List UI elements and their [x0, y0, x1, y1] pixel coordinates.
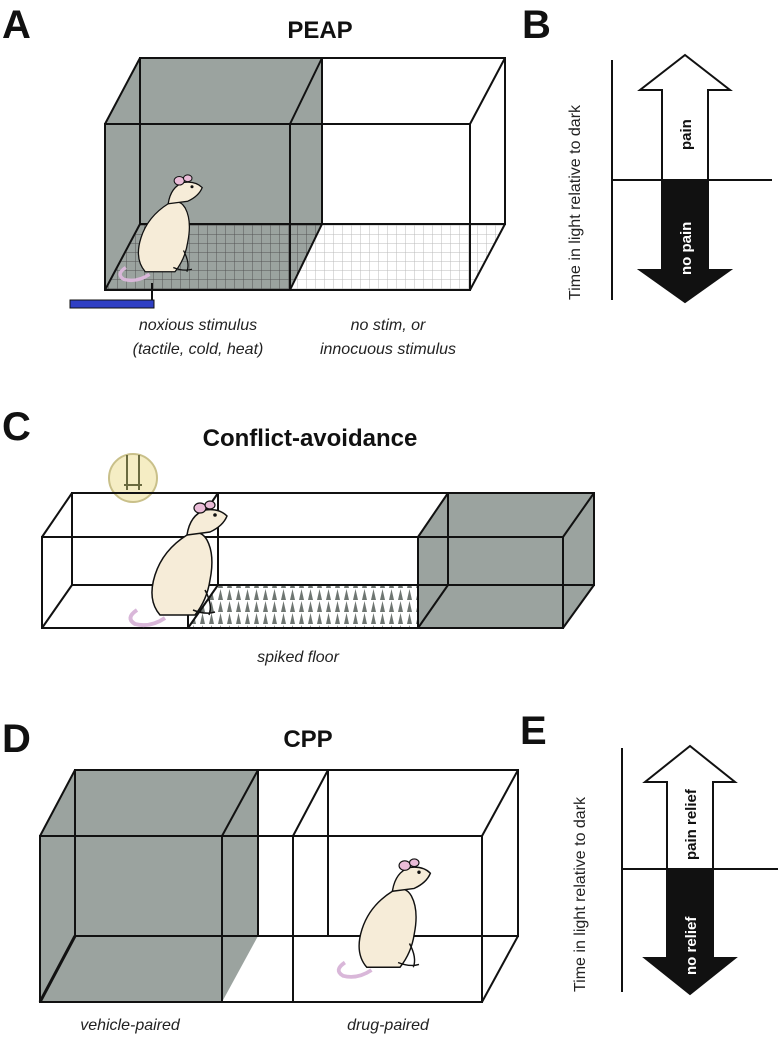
- panel-e-axis-label: Time in light relative to dark: [572, 796, 589, 992]
- rat-icon: [336, 857, 433, 979]
- panel-d-letter: D: [2, 717, 31, 761]
- no-relief-arrow-down: [642, 868, 738, 996]
- drug-paired-caption: drug-paired: [347, 1017, 430, 1034]
- innocuous-caption-line1: no stim, or: [351, 317, 426, 334]
- panel-a: A PEAP noxious stimulus (tactile, cold, …: [2, 3, 506, 358]
- panel-b: B Time in light relative to dark pain no…: [522, 3, 772, 304]
- panel-c: C Conflict-avoidance spiked floor: [2, 405, 595, 666]
- panel-b-letter: B: [522, 3, 551, 47]
- panel-d: D CPP vehicle-paired drug-paired: [2, 717, 519, 1034]
- no-pain-label: no pain: [678, 222, 695, 275]
- panel-b-axis-label: Time in light relative to dark: [567, 104, 584, 300]
- innocuous-caption-line2: innocuous stimulus: [320, 341, 456, 358]
- panel-d-title: CPP: [283, 726, 332, 753]
- light-bulb-icon: [108, 453, 158, 503]
- pain-relief-arrow-up: [642, 744, 738, 870]
- no-pain-arrow-down: [636, 179, 734, 304]
- pain-label: pain: [678, 119, 695, 150]
- conflict-avoidance-chamber: [41, 492, 595, 629]
- no-relief-label: no relief: [683, 916, 700, 975]
- panel-c-letter: C: [2, 405, 31, 449]
- noxious-caption-line2: (tactile, cold, heat): [133, 341, 264, 358]
- pain-arrow-up: [637, 53, 733, 181]
- vehicle-paired-caption: vehicle-paired: [80, 1017, 181, 1034]
- panel-c-title: Conflict-avoidance: [203, 425, 418, 452]
- noxious-caption-line1: noxious stimulus: [139, 317, 257, 334]
- panel-e: E Time in light relative to dark pain re…: [520, 709, 778, 996]
- stimulus-probe: [69, 299, 155, 309]
- panel-e-letter: E: [520, 709, 547, 753]
- panel-a-letter: A: [2, 3, 31, 47]
- panel-a-title: PEAP: [287, 17, 352, 44]
- spiked-floor-caption: spiked floor: [257, 649, 339, 666]
- pain-relief-label: pain relief: [683, 788, 700, 860]
- cpp-chamber: [38, 769, 519, 1003]
